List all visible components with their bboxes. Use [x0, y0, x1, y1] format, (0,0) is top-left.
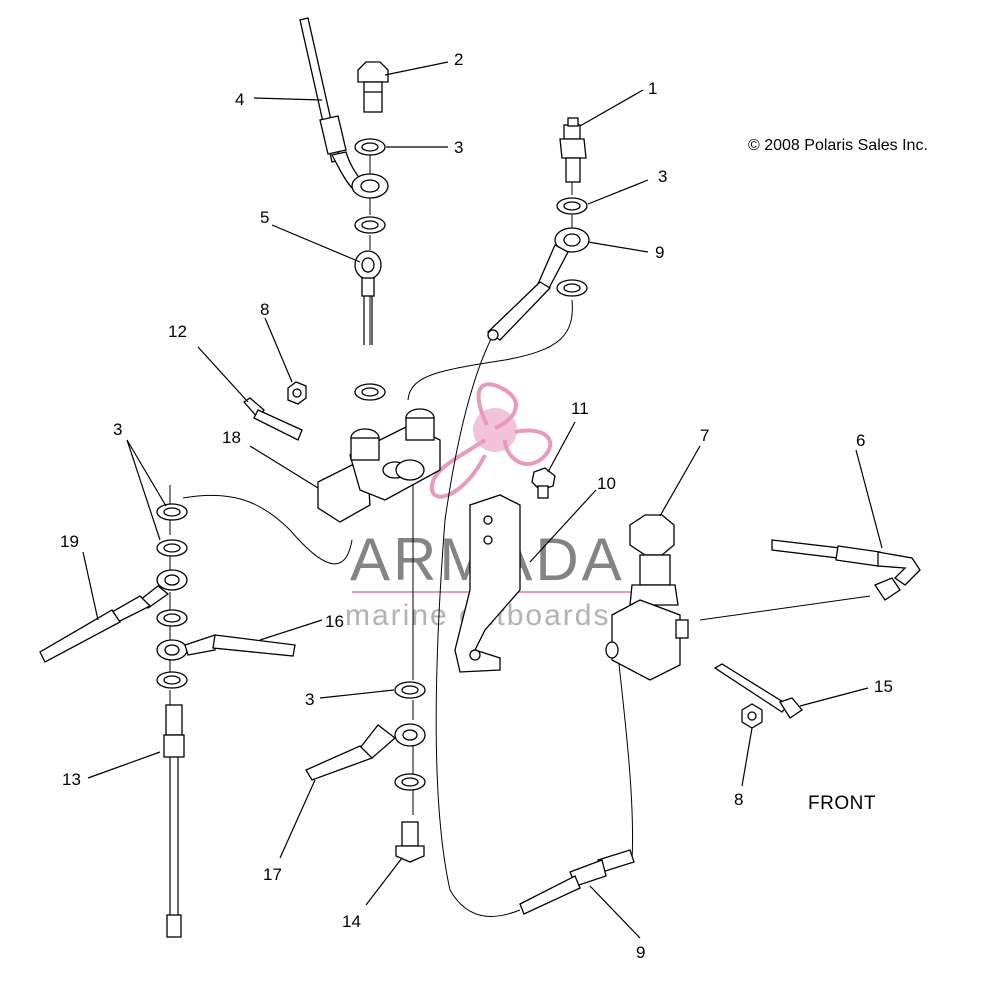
part-8-nut-lower — [741, 703, 763, 729]
callout-9b: 9 — [636, 943, 645, 962]
callout-10: 10 — [597, 474, 616, 493]
callout-5: 5 — [260, 208, 269, 227]
callout-2: 2 — [454, 50, 463, 69]
part-14-banjo-bolt — [395, 821, 425, 863]
leader-lines — [82, 61, 883, 939]
part-1-switch — [559, 117, 587, 183]
callout-12: 12 — [168, 322, 187, 341]
part-7-valve — [605, 514, 689, 681]
callout-15: 15 — [874, 677, 893, 696]
part-4-brake-line — [299, 17, 389, 199]
part-2-banjo-bolt — [357, 61, 389, 113]
part-12-bolt — [243, 397, 303, 441]
callout-6: 6 — [856, 431, 865, 450]
callout-3c: 3 — [113, 420, 122, 439]
callout-18: 18 — [222, 428, 241, 447]
callout-4: 4 — [235, 90, 244, 109]
part-11-bolt — [531, 467, 556, 499]
callout-numbers: 1 2 4 3 3 5 9 8 12 11 3 7 6 18 10 19 16 … — [60, 50, 893, 962]
copyright-notice: © 2008 Polaris Sales Inc. — [748, 137, 928, 154]
part-17-brake-line — [305, 723, 426, 781]
part-8-nut-upper — [287, 381, 307, 405]
part-9-upper-line — [486, 227, 590, 341]
callout-13: 13 — [62, 770, 81, 789]
callout-11: 11 — [571, 399, 589, 418]
callout-9a: 9 — [655, 243, 664, 262]
callout-16: 16 — [325, 612, 344, 631]
part-18-valve-body — [317, 408, 441, 523]
callout-7: 7 — [700, 426, 709, 445]
part-13-long-line — [163, 704, 185, 938]
part-16-brake-line — [156, 634, 296, 661]
part-19-brake-line — [39, 569, 188, 663]
sealing-washers — [156, 138, 588, 791]
part-9-lower-line — [519, 849, 635, 915]
assembly-center-lines — [169, 140, 871, 917]
callout-17: 17 — [263, 865, 282, 884]
callout-3d: 3 — [305, 690, 314, 709]
callout-3a: 3 — [454, 138, 463, 157]
callout-14: 14 — [342, 912, 361, 931]
armada-logo-icon — [429, 382, 553, 499]
part-15-bolt — [713, 663, 803, 719]
part-6-brake-line — [771, 539, 921, 601]
callout-1: 1 — [648, 79, 657, 98]
part-10-bracket — [454, 494, 521, 673]
callout-3b: 3 — [658, 167, 667, 186]
callout-8b: 8 — [734, 790, 743, 809]
front-label: FRONT — [808, 793, 876, 814]
callout-19: 19 — [60, 532, 79, 551]
part-5-fitting — [354, 250, 382, 345]
callout-8a: 8 — [260, 300, 269, 319]
